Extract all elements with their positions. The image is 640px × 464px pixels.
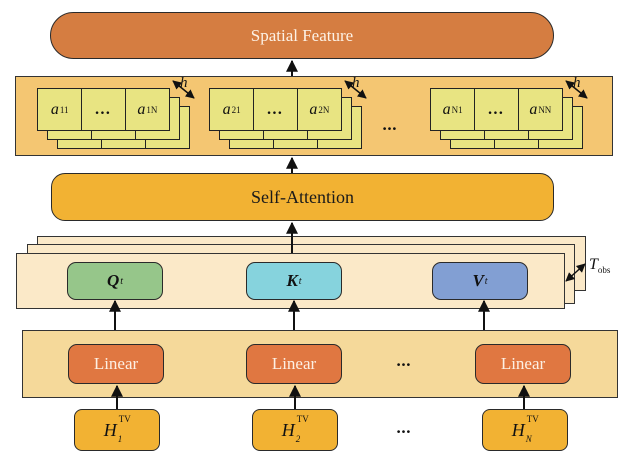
attention-groups-ellipsis: … bbox=[382, 116, 398, 134]
linear-block-2: Linear bbox=[246, 344, 342, 384]
depth-arrow-t-obs bbox=[565, 263, 586, 282]
depth-arrow-h-1 bbox=[172, 80, 195, 99]
self-attention-block: Self-Attention bbox=[51, 173, 554, 221]
matrix-cell-ellipsis: … bbox=[473, 88, 520, 131]
spatial-feature-block: Spatial Feature bbox=[50, 12, 554, 59]
depth-arrow-h-n bbox=[565, 80, 588, 99]
depth-arrow-h-2 bbox=[344, 80, 367, 99]
linear-block-1: Linear bbox=[68, 344, 164, 384]
self-attention-label: Self-Attention bbox=[251, 186, 354, 207]
matrix-cell-ellipsis: … bbox=[252, 88, 299, 131]
linear-ellipsis: … bbox=[396, 352, 412, 370]
linear-block-n: Linear bbox=[475, 344, 571, 384]
t-obs-label: Tobs bbox=[589, 256, 611, 276]
inputs-ellipsis: … bbox=[396, 419, 412, 437]
spatial-feature-label: Spatial Feature bbox=[250, 25, 354, 45]
